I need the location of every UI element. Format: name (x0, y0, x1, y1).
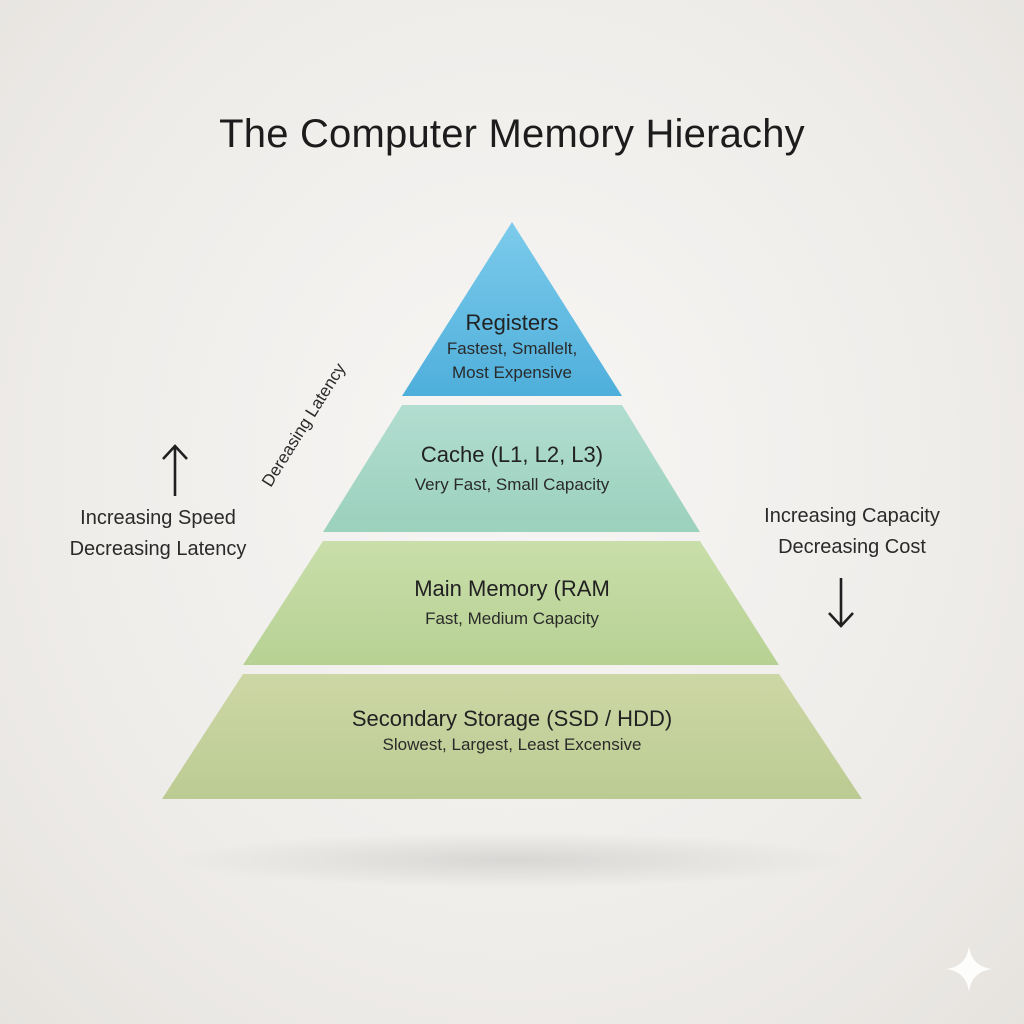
up-arrow-icon (162, 444, 188, 496)
tier-secondary-storage-desc: Slowest, Largest, Least Excensive (382, 735, 642, 754)
tier-cache-desc: Very Fast, Small Capacity (414, 475, 610, 494)
tier-main-memory-text: Main Memory (RAM Fast, Medium Capacity (362, 575, 662, 631)
sparkle-icon (946, 946, 992, 992)
left-annotation-line-1: Increasing Speed (80, 507, 236, 529)
tier-registers-desc-line-1: Fastest, Smallelt, (446, 339, 578, 358)
tier-registers-name: Registers (465, 310, 559, 335)
left-annotation-line-2: Decreasing Latency (69, 538, 247, 560)
tier-registers-desc-line-2: Most Expensive (452, 363, 572, 382)
left-annotation: Increasing Speed Decreasing Latency (60, 503, 256, 565)
tier-secondary-storage-name: Secondary Storage (SSD / HDD) (351, 706, 673, 731)
right-annotation-line-2: Decreasing Cost (778, 536, 926, 558)
tier-cache (323, 405, 700, 532)
down-arrow-icon (828, 578, 854, 628)
tier-cache-text: Cache (L1, L2, L3) Very Fast, Small Capa… (362, 441, 662, 497)
tier-registers-text: Registers Fastest, Smallelt, Most Expens… (392, 309, 632, 385)
tier-cache-name: Cache (L1, L2, L3) (420, 442, 604, 467)
pyramid-shadow (172, 832, 852, 888)
tier-main-memory-name: Main Memory (RAM (414, 576, 610, 601)
tier-main-memory-desc: Fast, Medium Capacity (425, 609, 599, 628)
diagram-title: The Computer Memory Hierachy (219, 112, 805, 156)
tier-secondary-storage-text: Secondary Storage (SSD / HDD) Slowest, L… (312, 705, 712, 757)
right-annotation: Increasing Capacity Decreasing Cost (752, 501, 952, 563)
tier-secondary-storage (162, 674, 862, 799)
right-annotation-line-1: Increasing Capacity (764, 505, 940, 527)
tier-main-memory (243, 541, 779, 665)
tier-registers (402, 222, 622, 396)
